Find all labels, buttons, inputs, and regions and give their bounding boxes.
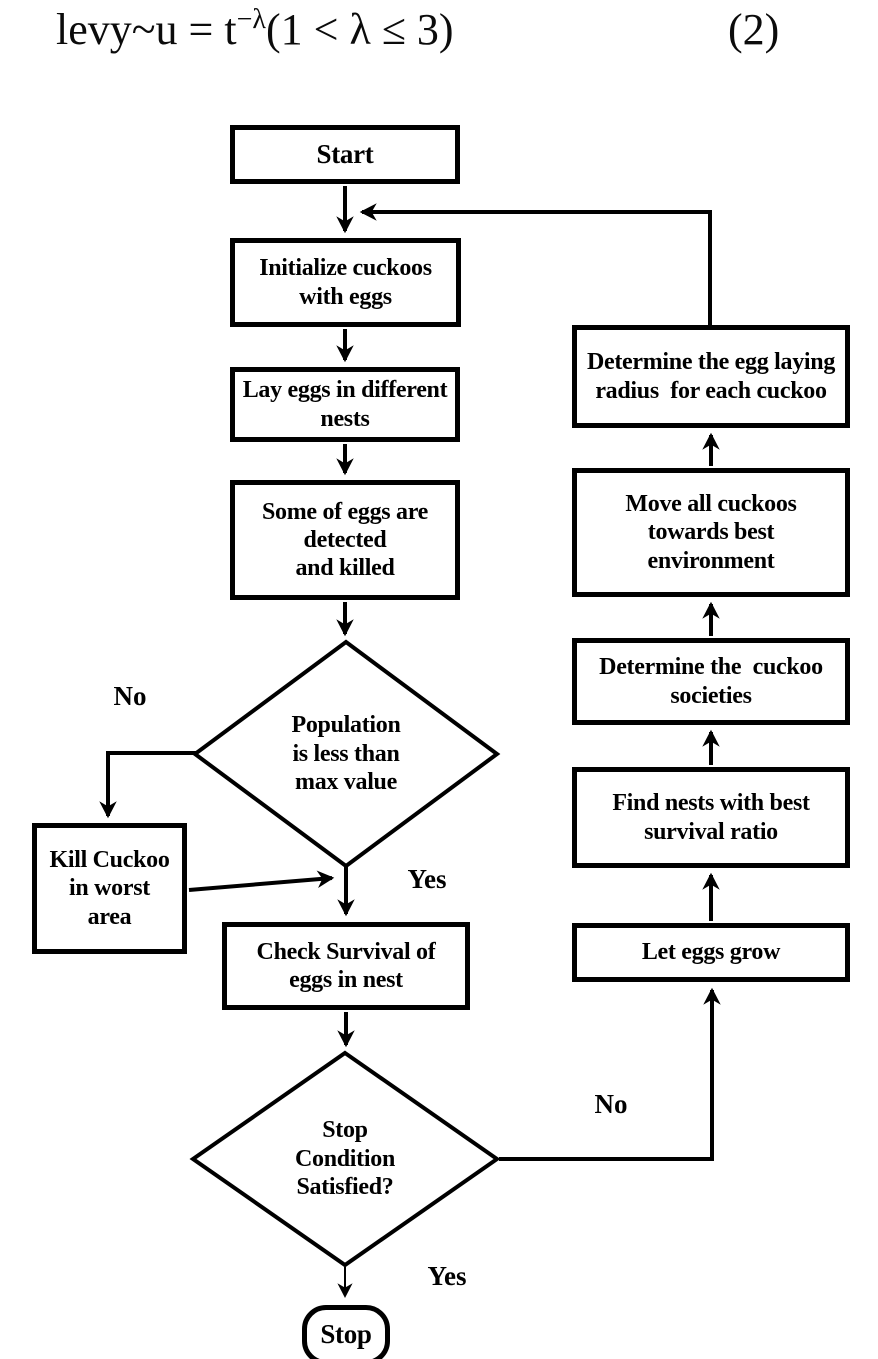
equation-number: (2) (728, 5, 780, 54)
population-diamond (191, 639, 501, 869)
stop-condition-diamond (189, 1050, 501, 1268)
stop-no-label: No (594, 1089, 628, 1119)
population-diamond-text: Population is less than max value (291, 711, 401, 796)
stop-condition-diamond-text: Stop Condition Satisfied? (294, 1116, 395, 1201)
node-determine-egg-laying-radius: Determine the egg laying radius for each… (572, 325, 850, 428)
node-check-survival: Check Survival of eggs in nest (222, 922, 470, 1010)
equation-rhs: (1 < λ ≤ 3) (265, 5, 454, 54)
node-initialize-cuckoos: Initialize cuckoos with eggs (230, 238, 461, 327)
node-determine-cuckoo-societies: Determine the cuckoo societies (572, 638, 850, 725)
stop-yes-label: Yes (427, 1261, 467, 1291)
node-kill-cuckoo: Kill Cuckoo in worst area (32, 823, 187, 954)
node-let-eggs-grow: Let eggs grow (572, 923, 850, 982)
population-no-label: No (113, 681, 147, 711)
arrow-kill-cuckoo-to-junction (188, 870, 335, 892)
equation-lhs: levy~u = t (56, 5, 237, 54)
node-find-nests: Find nests with best survival ratio (572, 767, 850, 868)
arrow-stop-no-to-let-eggs-grow (499, 987, 721, 1161)
equation: levy~u = t−λ(1 < λ ≤ 3) (56, 4, 454, 55)
equation-exponent: −λ (236, 4, 266, 35)
node-stop: Stop (302, 1305, 390, 1359)
node-move-all-cuckoos: Move all cuckoos towards best environmen… (572, 468, 850, 597)
arrow-population-no-to-kill-cuckoo (99, 751, 197, 819)
node-some-eggs-detected: Some of eggs are detected and killed (230, 480, 460, 600)
node-start: Start (230, 125, 460, 184)
population-yes-label: Yes (407, 864, 447, 894)
node-lay-eggs: Lay eggs in different nests (230, 367, 460, 442)
